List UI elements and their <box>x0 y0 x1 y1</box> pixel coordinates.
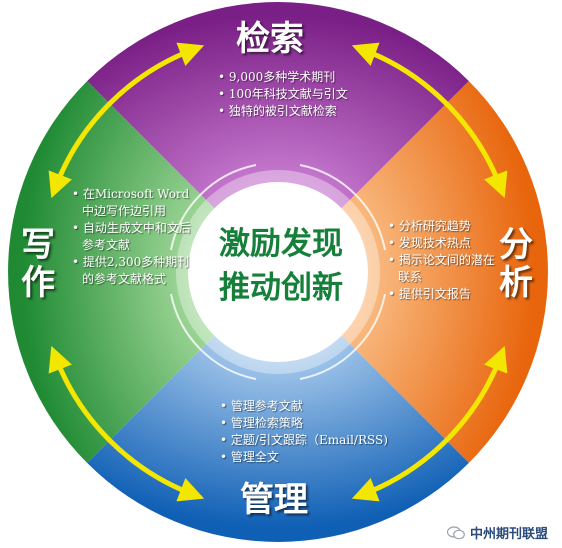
sector-title-search: 检索 <box>236 19 304 59</box>
cycle-arrow-search-analyze <box>351 42 508 199</box>
analyze-feature-item: 发现技术热点 <box>388 235 500 252</box>
cycle-arrow-manage-write <box>48 345 205 502</box>
search-feature-item: 独特的被引文献检索 <box>218 103 398 120</box>
sector-title-write: 写作 <box>21 225 55 303</box>
manage-feature-item: 定题/引文跟踪（Email/RSS) <box>220 432 440 449</box>
center-circle <box>188 182 368 362</box>
watermark-text: 中州期刊联盟 <box>469 527 548 542</box>
inner-arrow-bottom-right <box>299 293 386 380</box>
inner-arrow-bottom-left <box>170 293 257 380</box>
watermark: 中州期刊联盟 <box>446 523 548 542</box>
search-feature-item: 9,000多种学术期刊 <box>218 69 398 86</box>
analyze-feature-item: 提供引文报告 <box>388 286 500 303</box>
manage-features: 管理参考文献 管理检索策略 定题/引文跟踪（Email/RSS) 管理全文 <box>220 398 440 466</box>
inner-arrow-top-right <box>299 164 386 251</box>
search-features: 9,000多种学术期刊 100年科技文献与引文 独特的被引文献检索 <box>218 69 398 120</box>
write-feature-item: 在Microsoft Word中边写作边引用 <box>72 186 192 220</box>
write-features: 在Microsoft Word中边写作边引用 自动生成文中和文后参考文献 提供2… <box>72 186 192 288</box>
analyze-feature-item: 分析研究趋势 <box>388 218 500 235</box>
manage-feature-item: 管理全文 <box>220 449 440 466</box>
analyze-features: 分析研究趋势 发现技术热点 揭示论文间的潜在联系 提供引文报告 <box>388 218 500 303</box>
sector-title-manage: 管理 <box>240 480 308 520</box>
center-slogan: 激励发现 推动创新 <box>190 222 372 310</box>
manage-feature-item: 管理参考文献 <box>220 398 440 415</box>
write-feature-item: 提供2,300多种期刊的参考文献格式 <box>72 254 192 288</box>
cycle-arrow-analyze-manage <box>351 345 508 502</box>
manage-feature-item: 管理检索策略 <box>220 415 440 432</box>
center-line-1: 激励发现 <box>219 226 343 262</box>
analyze-feature-item: 揭示论文间的潜在联系 <box>388 252 500 286</box>
write-feature-item: 自动生成文中和文后参考文献 <box>72 220 192 254</box>
sector-title-analyze: 分析 <box>499 225 533 303</box>
chat-bubbles-icon <box>446 525 465 539</box>
center-line-2: 推动创新 <box>219 270 343 306</box>
search-feature-item: 100年科技文献与引文 <box>218 86 398 103</box>
cycle-arrow-write-search <box>48 42 205 199</box>
